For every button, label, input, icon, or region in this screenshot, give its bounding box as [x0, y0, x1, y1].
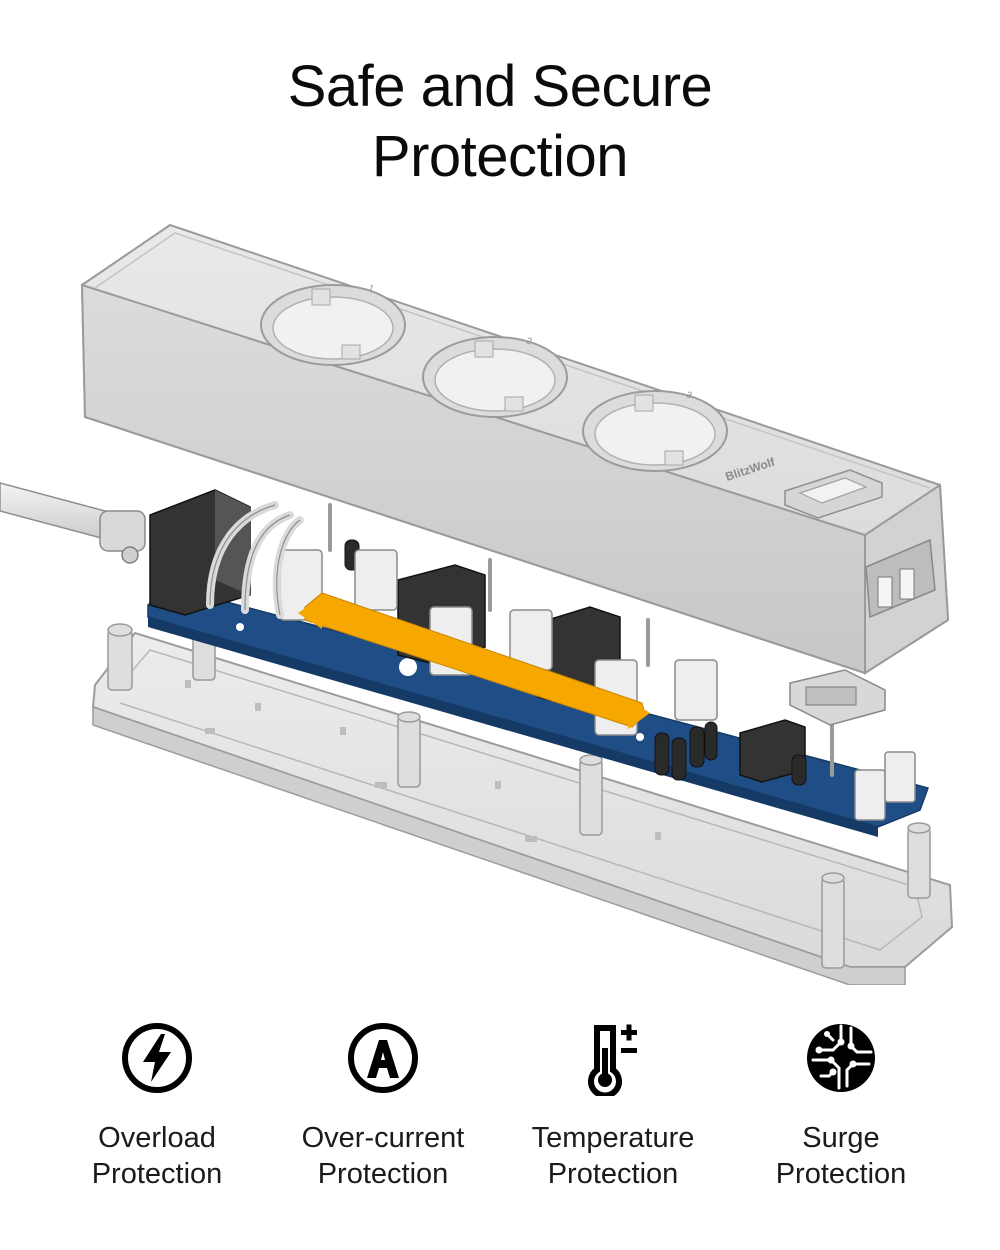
bottom-housing — [91, 623, 954, 985]
feature-temperature-line-1: Temperature — [531, 1122, 695, 1154]
feature-overload: Overload Protection — [42, 1020, 272, 1192]
power-cable — [0, 482, 146, 564]
power-strip-exploded-illustration: 1 2 3 BlitzWolf — [0, 223, 954, 985]
socket-2 — [422, 336, 568, 418]
feature-surge: Surge Protection — [726, 1020, 956, 1192]
feature-temperature-line-2: Protection — [547, 1158, 679, 1190]
feature-over-current-line-2: Protection — [317, 1158, 449, 1190]
top-housing: 1 2 3 BlitzWolf — [80, 223, 950, 675]
feature-overload-label: Overload Protection — [42, 1120, 272, 1192]
circuit-icon — [807, 1024, 875, 1092]
feature-surge-line-2: Protection — [775, 1158, 907, 1190]
feature-surge-label: Surge Protection — [726, 1120, 956, 1192]
feature-temperature-label: Temperature Protection — [498, 1120, 728, 1192]
feature-temperature: Temperature Protection — [498, 1020, 728, 1192]
feature-overload-line-2: Protection — [91, 1158, 223, 1190]
feature-over-current-label: Over-current Protection — [268, 1120, 498, 1192]
usb-module — [789, 669, 886, 726]
connection-arrow — [298, 592, 650, 729]
circled-a-icon — [348, 1023, 418, 1093]
socket-number-3: 3 — [685, 389, 693, 400]
feature-over-current: Over-current Protection — [268, 1020, 498, 1192]
headline-line-1: Safe and Secure — [287, 54, 713, 119]
thermometer-icon — [588, 1024, 637, 1096]
power-switch — [784, 469, 883, 519]
feature-overload-line-1: Overload — [98, 1122, 216, 1154]
headline-line-2: Protection — [371, 124, 629, 189]
bottom-margin — [0, 1186, 1000, 1250]
features-row: Overload Protection Over-current Protect… — [0, 1020, 1000, 1210]
usb-ports — [865, 538, 936, 619]
socket-number-2: 2 — [525, 335, 533, 346]
socket-number-1: 1 — [367, 282, 375, 293]
lightning-bolt-icon — [122, 1023, 192, 1093]
feature-surge-line-1: Surge — [802, 1122, 880, 1154]
socket-1 — [260, 284, 406, 366]
headline: Safe and Secure Protection — [0, 52, 1000, 192]
socket-3 — [582, 390, 728, 472]
feature-over-current-line-1: Over-current — [301, 1122, 465, 1154]
circuit-board — [147, 489, 929, 837]
